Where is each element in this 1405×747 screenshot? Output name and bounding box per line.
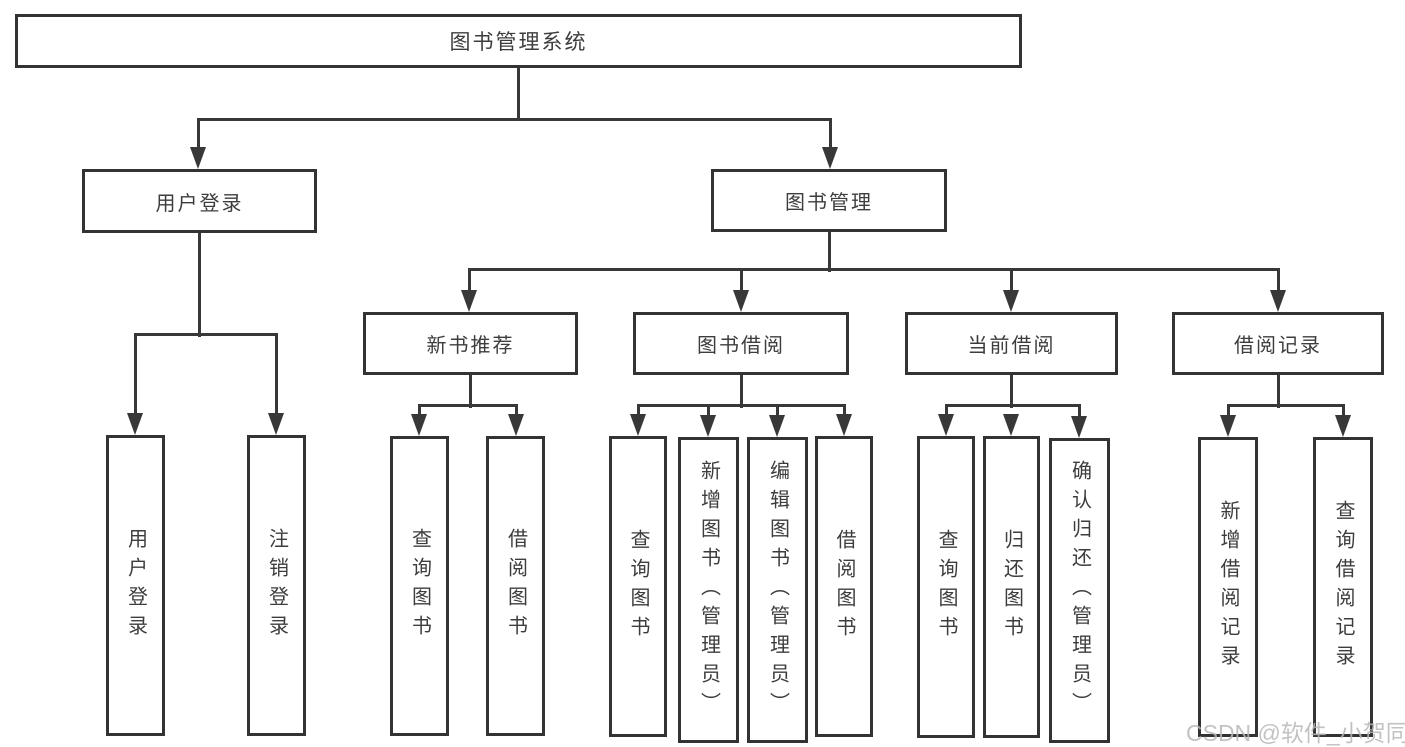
arrowhead-down-icon — [836, 414, 852, 436]
node-library-management-system: 图书管理系统 — [15, 14, 1022, 68]
arrowhead-down-icon — [769, 415, 785, 437]
leaf-borrow-books: 借阅图书 — [815, 436, 873, 737]
arrowhead-down-icon — [508, 414, 524, 436]
csdn-watermark: CSDN @软件_小贺同学 — [1186, 720, 1405, 746]
node-current-borrowing: 当前借阅 — [905, 312, 1118, 375]
leaf-edit-books-admin: 编辑图书（管理员） — [747, 437, 808, 743]
connector-hline — [636, 403, 846, 407]
leaf-label: 查询图书 — [408, 528, 431, 644]
leaf-label: 查询图书 — [935, 529, 957, 645]
leaf-label: 新增借阅记录 — [1217, 500, 1239, 674]
connector-vline — [828, 119, 832, 149]
leaf-return-books: 归还图书 — [983, 436, 1040, 738]
connector-vline — [739, 269, 743, 294]
arrowhead-down-icon — [1270, 290, 1286, 312]
leaf-query-books-borrowing: 查询图书 — [609, 436, 667, 737]
arrowhead-down-icon — [822, 147, 838, 169]
arrowhead-down-icon — [461, 290, 477, 312]
leaf-borrow-books-recommend: 借阅图书 — [486, 436, 545, 736]
arrowhead-down-icon — [1220, 415, 1236, 437]
leaf-query-borrow-record: 查询借阅记录 — [1313, 437, 1373, 737]
connector-vline — [944, 405, 948, 418]
leaf-label: 用户登录 — [124, 527, 147, 644]
leaf-add-borrow-record: 新增借阅记录 — [1198, 437, 1258, 737]
connector-vline — [274, 334, 278, 416]
node-label: 新书推荐 — [426, 335, 515, 357]
node-new-book-recommend: 新书推荐 — [363, 312, 578, 375]
arrowhead-down-icon — [1003, 290, 1019, 312]
leaf-label: 归还图书 — [1000, 529, 1023, 645]
arrowhead-down-icon — [1335, 415, 1351, 437]
connector-vline — [467, 269, 471, 294]
connector-vline — [1226, 405, 1230, 419]
connector-vline — [197, 233, 201, 337]
arrowhead-down-icon — [268, 413, 284, 435]
connector-vline — [706, 405, 710, 419]
arrowhead-down-icon — [938, 414, 954, 436]
node-label: 用户登录 — [155, 192, 244, 215]
arrowhead-down-icon — [1071, 416, 1087, 438]
connector-vline — [1077, 405, 1081, 420]
arrowhead-down-icon — [1003, 414, 1019, 436]
node-borrow-records: 借阅记录 — [1172, 312, 1384, 375]
node-label: 图书管理系统 — [449, 31, 588, 54]
node-label: 当前借阅 — [967, 335, 1056, 357]
connector-vline — [1341, 405, 1345, 419]
leaf-label: 确认归还（管理员） — [1068, 460, 1091, 721]
connector-vline — [1276, 375, 1280, 408]
leaf-logout: 注销登录 — [247, 435, 306, 736]
connector-vline — [739, 375, 743, 408]
connector-hline — [133, 332, 278, 336]
connector-vline — [775, 405, 779, 419]
arrowhead-down-icon — [700, 415, 716, 437]
arrowhead-down-icon — [127, 413, 143, 435]
connector-vline — [468, 375, 472, 408]
connector-hline — [1226, 403, 1345, 407]
leaf-add-books-admin: 新增图书（管理员） — [678, 437, 739, 743]
node-label: 图书管理 — [785, 192, 873, 214]
connector-vline — [516, 68, 520, 121]
connector-hline — [196, 117, 832, 121]
leaf-label: 借阅图书 — [833, 528, 855, 645]
connector-vline — [1009, 375, 1013, 408]
connector-vline — [1276, 269, 1280, 294]
connector-hline — [467, 267, 1280, 271]
node-label: 借阅记录 — [1234, 335, 1322, 357]
connector-vline — [827, 232, 831, 272]
connector-vline — [417, 405, 421, 418]
connector-vline — [133, 334, 137, 416]
connector-vline — [196, 119, 200, 149]
connector-hline — [944, 403, 1081, 407]
arrowhead-down-icon — [630, 414, 646, 436]
node-book-borrowing: 图书借阅 — [633, 312, 849, 375]
arrowhead-down-icon — [190, 147, 206, 169]
arrowhead-down-icon — [411, 414, 427, 436]
connector-vline — [636, 405, 640, 418]
leaf-label: 查询借阅记录 — [1332, 500, 1354, 674]
leaf-user-login: 用户登录 — [106, 435, 165, 736]
leaf-query-books-recommend: 查询图书 — [390, 436, 449, 736]
leaf-label: 注销登录 — [265, 527, 288, 644]
arrowhead-down-icon — [733, 290, 749, 312]
leaf-query-books-current: 查询图书 — [917, 436, 975, 738]
leaf-label: 编辑图书（管理员） — [766, 459, 789, 721]
node-book-management: 图书管理 — [711, 169, 947, 232]
node-label: 图书借阅 — [697, 335, 785, 357]
node-user-login: 用户登录 — [82, 169, 317, 233]
connector-vline — [514, 405, 518, 418]
connector-vline — [1009, 269, 1013, 294]
connector-hline — [417, 403, 518, 407]
leaf-label: 新增图书（管理员） — [697, 459, 720, 721]
leaf-label: 借阅图书 — [504, 528, 527, 644]
connector-vline — [842, 405, 846, 418]
leaf-confirm-return-admin: 确认归还（管理员） — [1049, 438, 1110, 743]
leaf-label: 查询图书 — [627, 528, 649, 645]
